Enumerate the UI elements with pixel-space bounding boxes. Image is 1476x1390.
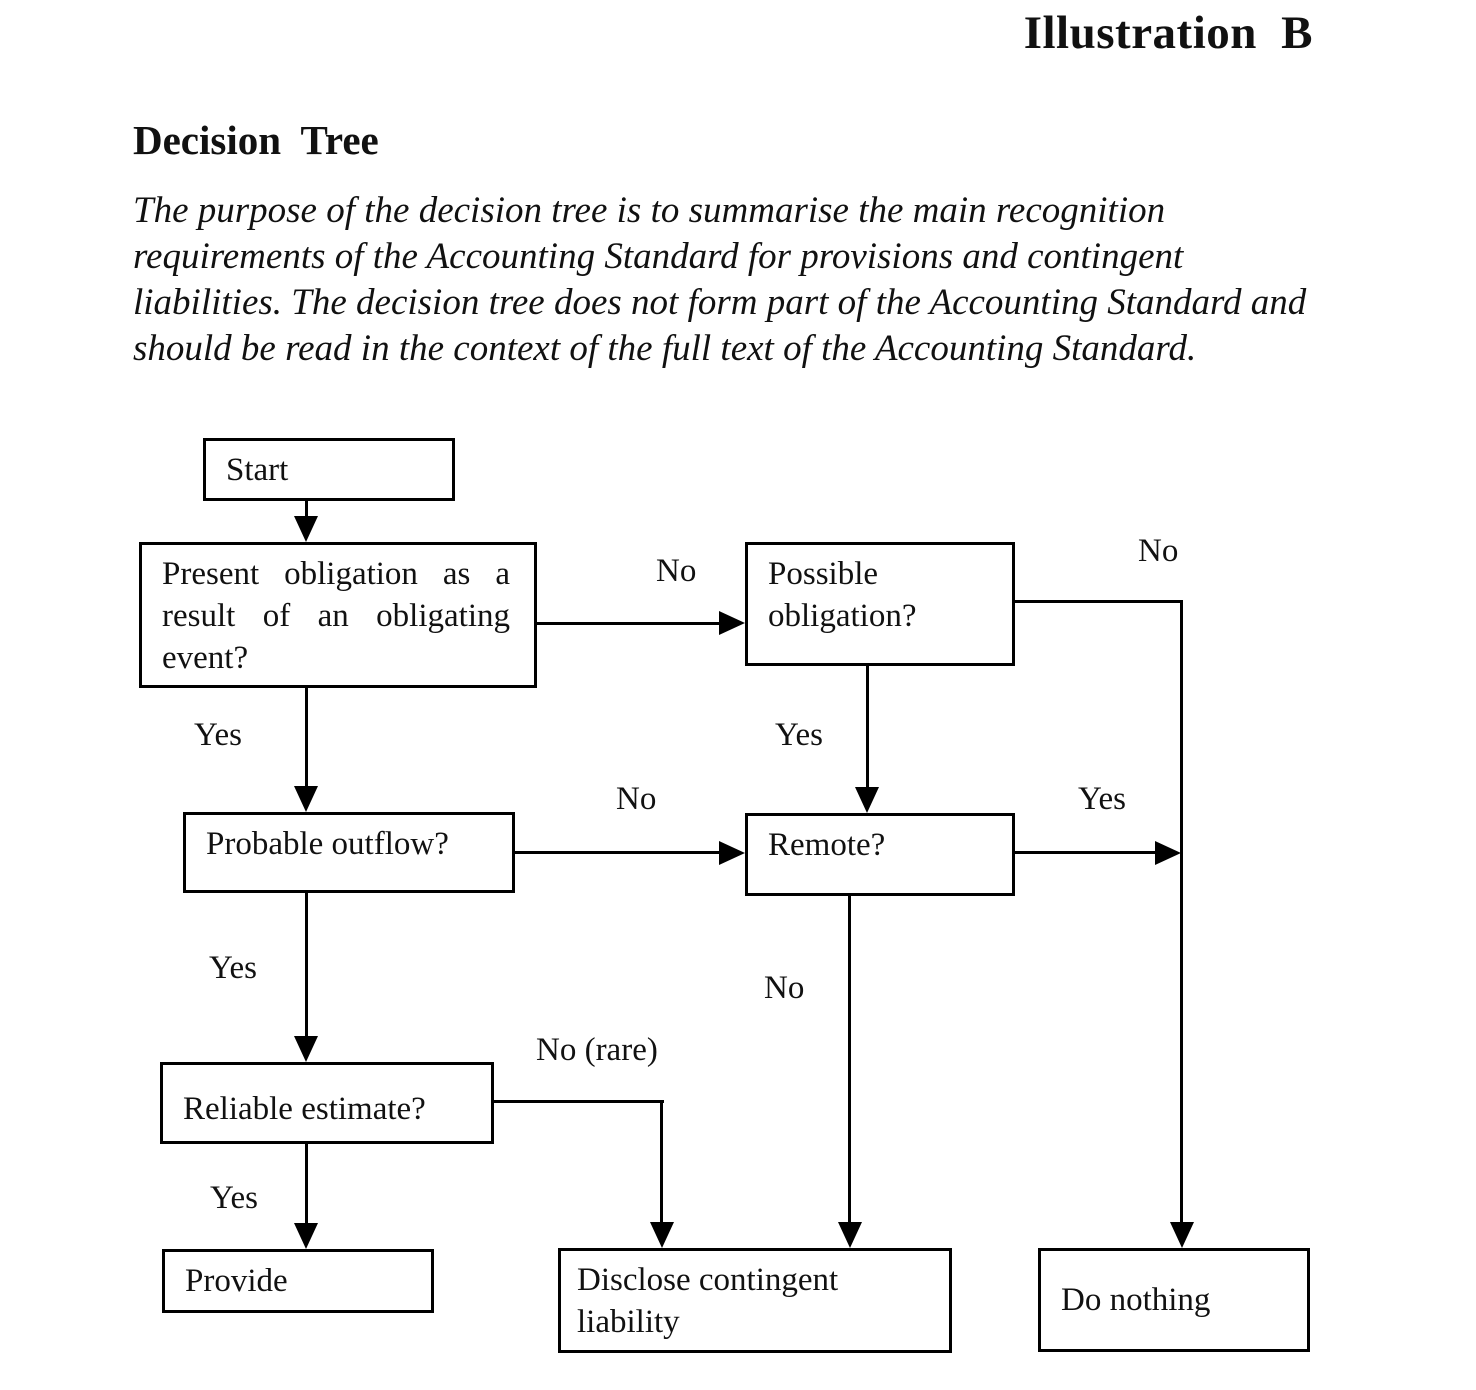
edge-possible-donothing-vline — [1180, 600, 1183, 1224]
node-reliable-estimate-label: Reliable estimate? — [183, 1091, 426, 1127]
edge-label-possible-yes: Yes — [775, 717, 824, 753]
node-possible-obligation-line: Possible — [768, 556, 879, 592]
edge-label-remote-no: No — [764, 970, 805, 1006]
node-present-obligation-line: Present obligation as a — [162, 556, 510, 592]
illustration-label: Illustration B — [1023, 7, 1313, 59]
edge-label-reliable-no-rare: No (rare) — [536, 1032, 658, 1068]
node-probable-outflow-label: Probable outflow? — [206, 826, 449, 862]
edge-present-possible-arrowhead — [719, 611, 745, 635]
node-present-obligation: Present obligation as a result of an obl… — [139, 542, 537, 688]
intro-line: liabilities. The decision tree does not … — [133, 282, 1242, 323]
node-disclose-contingent-liability: Disclose contingent liability — [558, 1248, 952, 1353]
edge-label-probable-no: No — [616, 781, 657, 817]
edge-probable-remote-arrowhead — [719, 841, 745, 865]
edge-probable-reliable-line — [305, 893, 308, 1038]
intro-paragraph: The purpose of the decision tree is to s… — [133, 188, 1316, 372]
intro-line: The purpose of the decision tree is to s… — [133, 190, 1166, 231]
node-present-obligation-line: result of an obligating — [162, 598, 510, 634]
node-provide: Provide — [162, 1249, 434, 1313]
edge-probable-remote-line — [515, 851, 721, 854]
edge-label-remote-yes: Yes — [1078, 781, 1127, 817]
edge-reliable-provide-line — [305, 1144, 308, 1225]
edge-reliable-disclose-arrowhead — [650, 1222, 674, 1248]
node-probable-outflow: Probable outflow? — [183, 812, 515, 893]
edge-possible-remote-arrowhead — [855, 787, 879, 813]
edge-remote-donothing-arrowhead — [1155, 841, 1181, 865]
edge-label-probable-yes: Yes — [209, 950, 258, 986]
page-title: Decision Tree — [133, 117, 379, 163]
edge-remote-disclose-line — [848, 896, 851, 1224]
edge-present-probable-arrowhead — [294, 786, 318, 812]
intro-line: and should be read in the context of the… — [133, 282, 1307, 369]
edge-label-present-yes: Yes — [194, 717, 243, 753]
node-possible-obligation: Possible obligation? — [745, 542, 1015, 666]
edge-probable-reliable-arrowhead — [294, 1036, 318, 1062]
edge-label-possible-no: No — [1138, 533, 1179, 569]
node-possible-obligation-line: obligation? — [768, 598, 917, 634]
node-do-nothing: Do nothing — [1038, 1248, 1310, 1352]
edge-possible-donothing-arrowhead — [1170, 1222, 1194, 1248]
node-remote: Remote? — [745, 813, 1015, 896]
edge-remote-donothing-line — [1015, 851, 1157, 854]
node-remote-label: Remote? — [768, 827, 886, 863]
edge-present-possible-line — [536, 622, 721, 625]
node-provide-label: Provide — [185, 1263, 288, 1299]
node-present-obligation-line: event? — [162, 640, 249, 676]
edge-reliable-provide-arrowhead — [294, 1223, 318, 1249]
edge-possible-remote-line — [866, 666, 869, 789]
edge-reliable-disclose-hline — [494, 1100, 664, 1103]
node-do-nothing-label: Do nothing — [1061, 1282, 1211, 1318]
edge-start-present-line — [305, 500, 308, 520]
edge-label-present-no: No — [656, 553, 697, 589]
edge-reliable-disclose-vline — [660, 1100, 663, 1224]
edge-remote-disclose-arrowhead — [838, 1222, 862, 1248]
node-disclose-line: liability — [577, 1304, 680, 1340]
node-disclose-line: Disclose contingent — [577, 1262, 839, 1298]
node-start: Start — [203, 438, 455, 501]
edge-present-probable-line — [305, 687, 308, 791]
node-reliable-estimate: Reliable estimate? — [160, 1062, 494, 1144]
intro-line: requirements of the Accounting Standard … — [133, 236, 1184, 277]
node-start-label: Start — [226, 451, 289, 488]
edge-start-present-arrowhead — [294, 516, 318, 542]
edge-possible-donothing-hline — [1015, 600, 1183, 603]
edge-label-reliable-yes: Yes — [210, 1180, 259, 1216]
